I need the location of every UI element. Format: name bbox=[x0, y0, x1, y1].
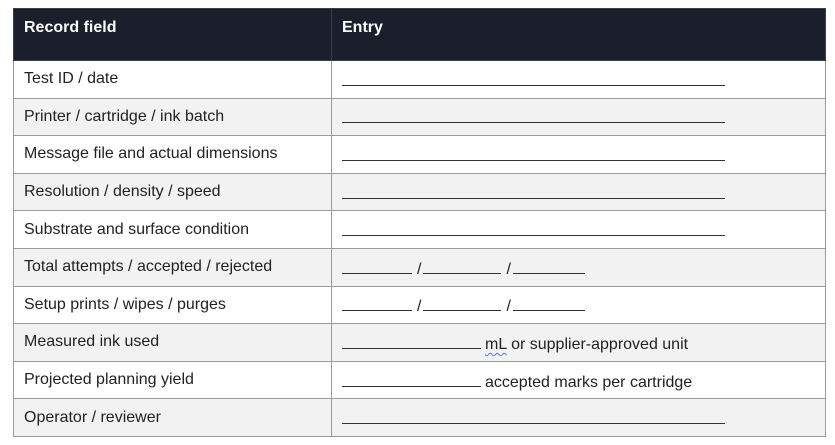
entry-blank[interactable] bbox=[342, 143, 725, 161]
unit-label: mL or supplier-approved unit bbox=[485, 336, 688, 353]
entry-blank[interactable] bbox=[342, 68, 725, 86]
entry-separator: / bbox=[506, 298, 511, 316]
entry-blank-purges[interactable] bbox=[512, 293, 585, 312]
entry-blank-ink-amount[interactable] bbox=[342, 331, 481, 349]
header-record-field: Record field bbox=[13, 8, 332, 61]
entry-separator: / bbox=[417, 260, 422, 278]
entry-cell[interactable] bbox=[331, 172, 826, 212]
row-label-operator-reviewer: Operator / reviewer bbox=[13, 398, 332, 437]
record-table: Record field Entry Test ID / date Printe… bbox=[13, 8, 826, 437]
unit-label: accepted marks per cartridge bbox=[485, 373, 693, 391]
entry-cell[interactable] bbox=[331, 398, 826, 437]
entry-separator: / bbox=[506, 260, 511, 278]
table-row: Substrate and surface condition bbox=[13, 210, 826, 249]
table-row: Printer / cartridge / ink batch bbox=[13, 97, 826, 137]
header-row: Record field Entry bbox=[13, 8, 826, 61]
table-row: Resolution / density / speed bbox=[13, 172, 826, 212]
table-row: Setup prints / wipes / purges // bbox=[13, 285, 826, 325]
table-row: Projected planning yield accepted marks … bbox=[13, 360, 826, 400]
row-label-projected-yield: Projected planning yield bbox=[13, 360, 332, 400]
entry-cell[interactable] bbox=[331, 97, 826, 137]
row-label-resolution-density-speed: Resolution / density / speed bbox=[13, 172, 332, 212]
row-label-total-attempts: Total attempts / accepted / rejected bbox=[13, 247, 332, 287]
table-row: Message file and actual dimensions bbox=[13, 135, 826, 174]
table-row: Operator / reviewer bbox=[13, 398, 826, 437]
entry-blank-wipes[interactable] bbox=[423, 293, 502, 312]
unit-ml: mL bbox=[485, 335, 507, 353]
entry-cell[interactable]: mL or supplier-approved unit bbox=[331, 323, 826, 362]
entry-blank-accepted[interactable] bbox=[423, 256, 502, 274]
row-label-substrate: Substrate and surface condition bbox=[13, 210, 332, 249]
row-label-setup-prints: Setup prints / wipes / purges bbox=[13, 285, 332, 325]
entry-blank-setup[interactable] bbox=[342, 293, 412, 312]
entry-blank[interactable] bbox=[342, 181, 725, 199]
table-row: Test ID / date bbox=[13, 60, 826, 99]
entry-cell[interactable] bbox=[331, 60, 826, 99]
entry-cell[interactable]: accepted marks per cartridge bbox=[331, 360, 826, 400]
unit-rest: or supplier-approved unit bbox=[506, 335, 689, 353]
entry-cell[interactable] bbox=[331, 210, 826, 249]
entry-blank[interactable] bbox=[342, 406, 725, 425]
entry-blank-total[interactable] bbox=[342, 256, 412, 274]
row-label-message-file: Message file and actual dimensions bbox=[13, 135, 332, 174]
entry-separator: / bbox=[417, 298, 422, 316]
table-row: Total attempts / accepted / rejected // bbox=[13, 247, 826, 287]
row-label-measured-ink: Measured ink used bbox=[13, 323, 332, 362]
entry-blank-yield[interactable] bbox=[342, 369, 481, 387]
entry-cell[interactable]: // bbox=[331, 247, 826, 287]
entry-blank-rejected[interactable] bbox=[512, 256, 585, 274]
header-entry: Entry bbox=[331, 8, 826, 61]
entry-cell[interactable]: // bbox=[331, 285, 826, 325]
row-label-test-id-date: Test ID / date bbox=[13, 60, 332, 99]
table-row: Measured ink used mL or supplier-approve… bbox=[13, 323, 826, 362]
entry-blank[interactable] bbox=[342, 218, 725, 237]
row-label-printer-cartridge-ink: Printer / cartridge / ink batch bbox=[13, 97, 332, 137]
entry-cell[interactable] bbox=[331, 135, 826, 174]
entry-blank[interactable] bbox=[342, 105, 725, 124]
